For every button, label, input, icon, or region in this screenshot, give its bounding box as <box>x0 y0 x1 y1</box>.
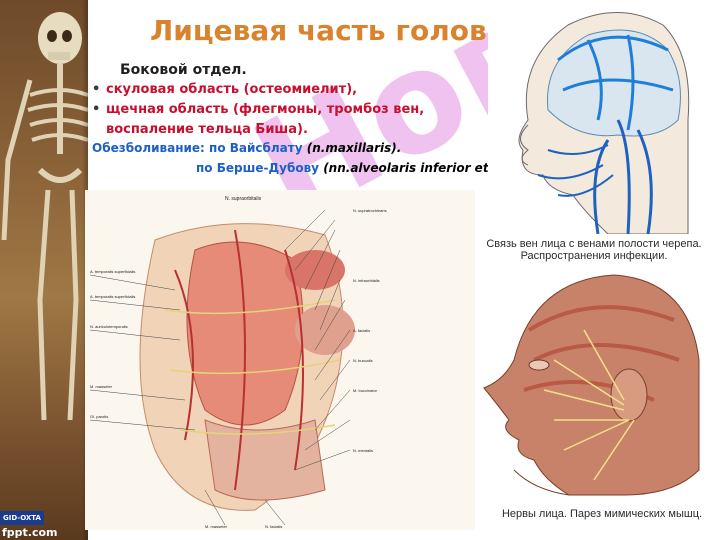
label-top: N. supraorbitalis <box>225 196 262 202</box>
label-left-5: Gl. parotis <box>90 414 108 419</box>
veins-caption-line1: Связь вен лица с венами полости черепа. <box>486 238 702 250</box>
label-right-1: N. supratrochlearis <box>353 208 387 213</box>
label-right-2: N. infraorbitalis <box>353 278 380 283</box>
decorative-sidebar <box>0 0 88 540</box>
anesthesia-nerve-1: (n.maxillaris). <box>306 141 402 155</box>
page-title: Лицевая часть головы <box>150 14 513 47</box>
label-bottom-1: M. masseter <box>205 524 228 529</box>
anesthesia-method-1: по Вайсблату <box>209 141 303 155</box>
anesthesia-method-2: по Берше-Дубову <box>196 161 319 175</box>
cranial-veins-diagram <box>488 0 698 234</box>
facial-anatomy-illustration: N. supraorbitalis A. temporalis superfic… <box>85 190 475 530</box>
label-left-1: A. temporalis superficialis <box>90 269 135 274</box>
label-left-4: M. masseter <box>90 384 113 389</box>
skeleton-image <box>1 12 88 421</box>
label-right-6: N. mentalis <box>353 448 373 453</box>
label-left-3: N. auriculotemporalis <box>90 324 128 329</box>
facial-nerves-diagram <box>474 270 704 500</box>
label-right-4: N. buccalis <box>353 358 373 363</box>
bullet-item: скуловая область (остеомиелит), <box>92 80 492 100</box>
brand-logo: fppt.com <box>2 526 58 539</box>
bullet-item: щечная область (флегмоны, тромбоз вен, в… <box>92 100 492 140</box>
veins-caption: Связь вен лица с венами полости черепа. … <box>486 238 702 262</box>
bullet-list: скуловая область (остеомиелит), щечная о… <box>92 80 492 140</box>
label-right-5: M. buccinator <box>353 388 378 393</box>
brand-badge: GID-OXTA <box>0 511 44 525</box>
veins-caption-line2: Распространения инфекции. <box>520 250 668 262</box>
label-left-2: A. temporalis superficialis <box>90 294 135 299</box>
label-right-3: A. facialis <box>353 328 370 333</box>
subheading: Боковой отдел. <box>120 62 247 78</box>
label-bottom-2: N. facialis <box>265 524 282 529</box>
anesthesia-label: Обезболивание: <box>92 141 205 155</box>
nerves-caption: Нервы лица. Парез мимических мышц. <box>501 508 703 520</box>
